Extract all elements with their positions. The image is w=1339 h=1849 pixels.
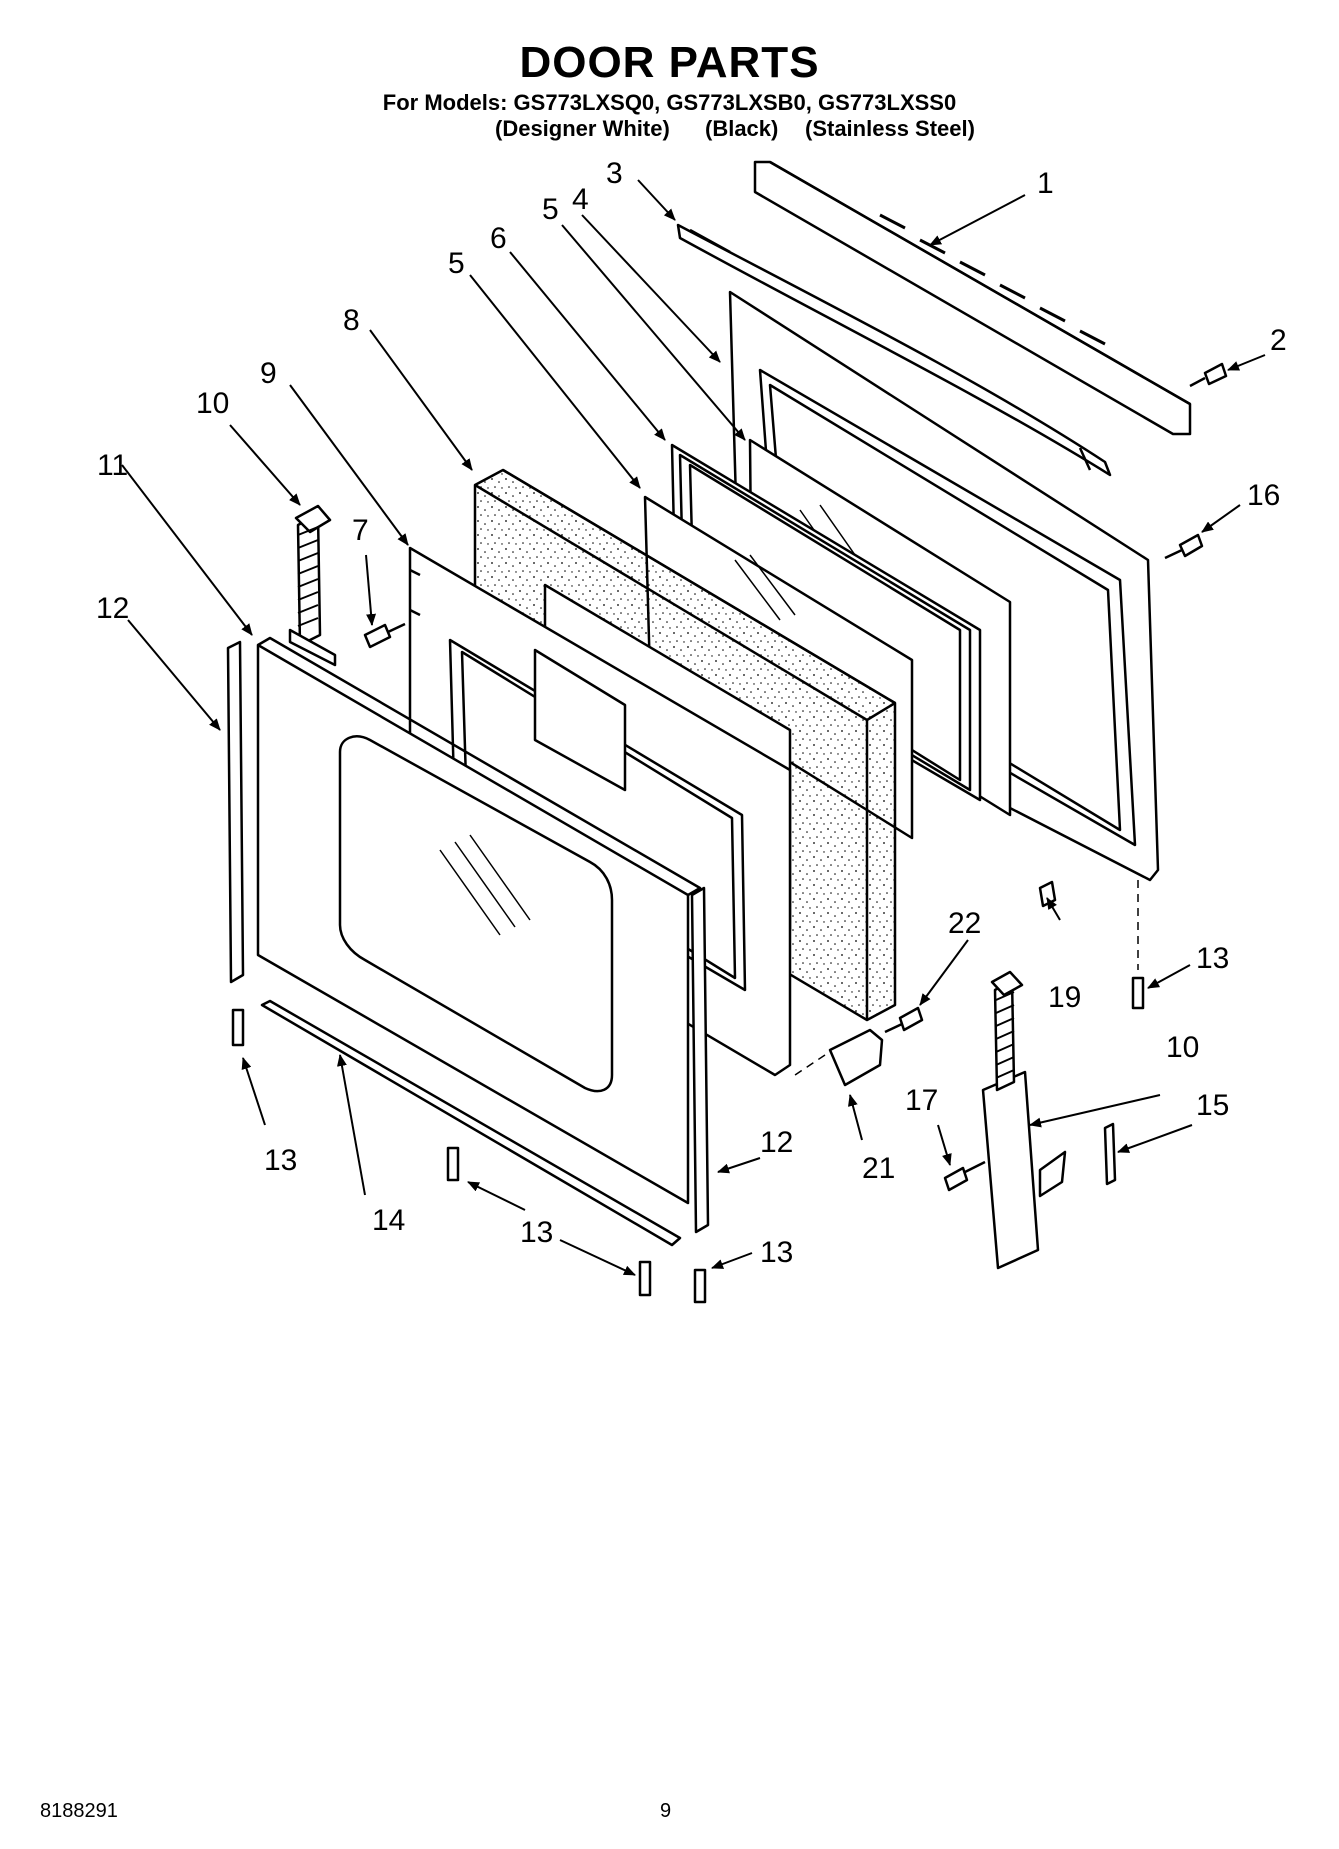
part-3-handle — [676, 223, 1112, 477]
callout-13-right: 13 — [1196, 942, 1229, 975]
callout-15: 15 — [1196, 1089, 1229, 1122]
callout-2: 2 — [1270, 324, 1287, 357]
part-15-pin — [1103, 1122, 1117, 1186]
callout-12-right: 12 — [760, 1126, 793, 1159]
callout-12-left: 12 — [96, 592, 129, 625]
callout-13-bottom-right: 13 — [760, 1236, 793, 1269]
part-number: 8188291 — [40, 1800, 118, 1822]
page-number: 9 — [660, 1800, 672, 1822]
callout-9: 9 — [260, 357, 277, 390]
part-13-screw-e — [1131, 976, 1145, 1010]
callout-5-lower: 5 — [448, 247, 465, 280]
leader-arrows — [121, 179, 1266, 1276]
variant-black: (Black) — [705, 116, 779, 141]
callout-10-right: 10 — [1166, 1031, 1199, 1064]
page-title: DOOR PARTS — [519, 38, 820, 87]
hinge-springs — [297, 526, 1015, 1079]
callout-11: 11 — [97, 449, 128, 482]
part-13-screw-d — [693, 1268, 707, 1304]
part-17-screw — [943, 1160, 986, 1192]
part-2-screw — [1189, 362, 1228, 388]
part-14-bottom-trim — [260, 999, 682, 1247]
callout-1: 1 — [1037, 167, 1054, 200]
callout-21: 21 — [862, 1152, 895, 1185]
part-13-screw-c — [638, 1260, 652, 1297]
callout-13-bottom: 13 — [520, 1216, 553, 1249]
callout-4: 4 — [572, 183, 589, 216]
alignment-lines — [794, 880, 1139, 1076]
part-21-bracket — [828, 1028, 884, 1087]
part-13-screw-a — [231, 1008, 245, 1047]
callout-labels: 1 2 3 4 5 6 5 8 9 10 11 12 7 16 22 19 13… — [96, 157, 1287, 1269]
part-7-screw — [363, 622, 406, 649]
part-1-vent-trim — [753, 160, 1192, 436]
callout-13-left: 13 — [264, 1144, 297, 1177]
callout-22: 22 — [948, 907, 981, 940]
part-12-side-trim-right — [690, 886, 710, 1234]
variant-designer-white: (Designer White) — [495, 116, 670, 141]
models-line: For Models: GS773LXSQ0, GS773LXSB0, GS77… — [382, 90, 957, 115]
part-12-side-trim-left — [226, 640, 245, 984]
part-19-clip — [1038, 880, 1057, 908]
callout-5-upper: 5 — [542, 193, 559, 226]
callout-16: 16 — [1247, 479, 1280, 512]
callout-8: 8 — [343, 304, 360, 337]
part-13-screw-b — [446, 1146, 460, 1182]
callout-19: 19 — [1048, 981, 1081, 1014]
part-22-screw — [884, 1006, 924, 1034]
callout-14: 14 — [372, 1204, 405, 1237]
part-16-screw — [1164, 533, 1204, 560]
callout-7: 7 — [352, 514, 369, 547]
part-11-outer-door — [256, 636, 702, 1205]
callout-3: 3 — [606, 157, 623, 190]
callout-17: 17 — [905, 1084, 938, 1117]
callout-10-left: 10 — [196, 387, 229, 420]
variant-stainless-steel: (Stainless Steel) — [805, 116, 975, 141]
callout-6: 6 — [490, 222, 507, 255]
